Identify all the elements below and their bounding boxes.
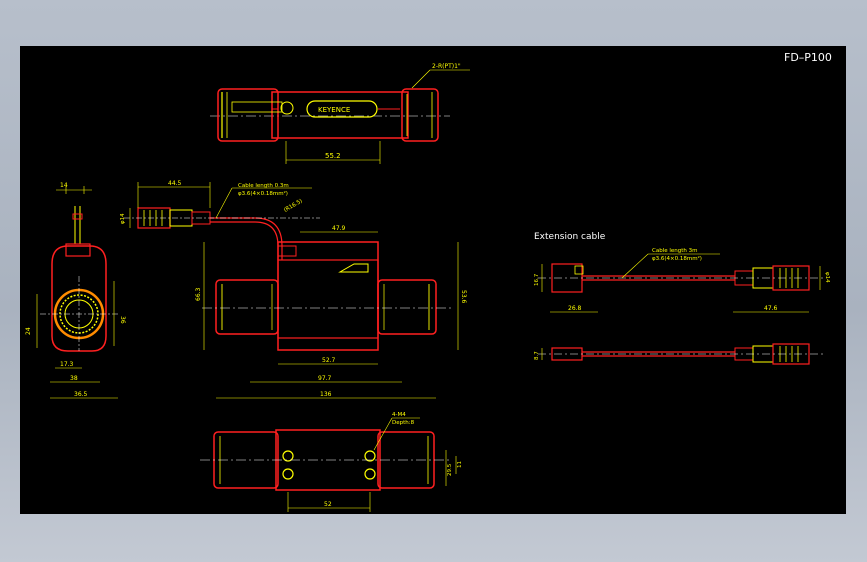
bottom-hole-note-2: Depth:8 xyxy=(392,420,415,426)
front-dim-top-block: 47.9 xyxy=(332,225,346,232)
front-dim-connector-dia: φ14 xyxy=(120,213,126,224)
bottom-view: 4-M4 Depth:8 52 29.5 11 xyxy=(200,412,463,512)
extension-cable-title: Extension cable xyxy=(534,232,606,242)
front-dim-body: 52.7 xyxy=(322,357,336,364)
side-dim-base: 38 xyxy=(70,375,78,382)
top-view: KEYENCE 55.2 2-R(PT)1" xyxy=(210,63,470,164)
extension-cable: Extension cable Cable length 3m φ3.6(4×0… xyxy=(534,232,830,365)
front-dim-total: 136 xyxy=(320,391,332,398)
side-dim-inner: 17.3 xyxy=(60,361,74,368)
extension-dim-socket-height: 16.7 xyxy=(534,273,540,286)
front-cable-note-2: φ3.6(4×0.18mm²) xyxy=(238,190,288,197)
drawing-canvas: FD–P100 KEYENCE 55.2 2-R(PT)1" xyxy=(25,51,832,512)
front-cable-note-1: Cable length 0.3m xyxy=(238,183,289,189)
extension-dim-plug-dia: φ14 xyxy=(824,272,830,283)
front-dim-cable-offset: 44.5 xyxy=(168,180,182,187)
bottom-dim-offset-a: 29.5 xyxy=(447,463,453,476)
top-logo-mark: KEYENCE xyxy=(318,106,350,114)
front-dim-pipe: 97.7 xyxy=(318,375,332,382)
model-code: FD–P100 xyxy=(784,51,832,64)
extension-dim-bottom-height: 8.7 xyxy=(534,351,540,360)
bottom-dim-offset-b: 11 xyxy=(457,461,463,468)
extension-note-1: Cable length 3m xyxy=(652,248,698,254)
front-dim-height-left: 66.3 xyxy=(195,287,202,301)
side-dim-right: 36 xyxy=(119,316,126,324)
front-view: 44.5 φ14 Cable length 0.3m φ3.6(4×0.18mm… xyxy=(120,180,467,399)
bottom-hole-note-1: 4-M4 xyxy=(392,412,406,418)
extension-dim-plug-length: 47.6 xyxy=(764,305,778,312)
extension-dim-socket-length: 26.8 xyxy=(568,305,582,312)
bottom-dim-hole-pitch: 52 xyxy=(324,501,332,508)
top-dim-width: 55.2 xyxy=(325,152,341,160)
top-thread-note: 2-R(PT)1" xyxy=(432,63,461,70)
front-dim-height-right: 53.6 xyxy=(460,290,467,304)
side-dim-cable-top: 14 xyxy=(60,182,68,189)
side-dim-total: 36.5 xyxy=(74,391,88,398)
cad-drawing-sheet: FD–P100 KEYENCE 55.2 2-R(PT)1" xyxy=(20,46,846,514)
side-view: 14 24 36 17.3 38 36.5 xyxy=(25,182,126,399)
side-dim-thread-height: 24 xyxy=(25,327,32,335)
extension-note-2: φ3.6(4×0.18mm²) xyxy=(652,255,702,262)
front-bend-radius: (R16.5) xyxy=(283,198,304,213)
